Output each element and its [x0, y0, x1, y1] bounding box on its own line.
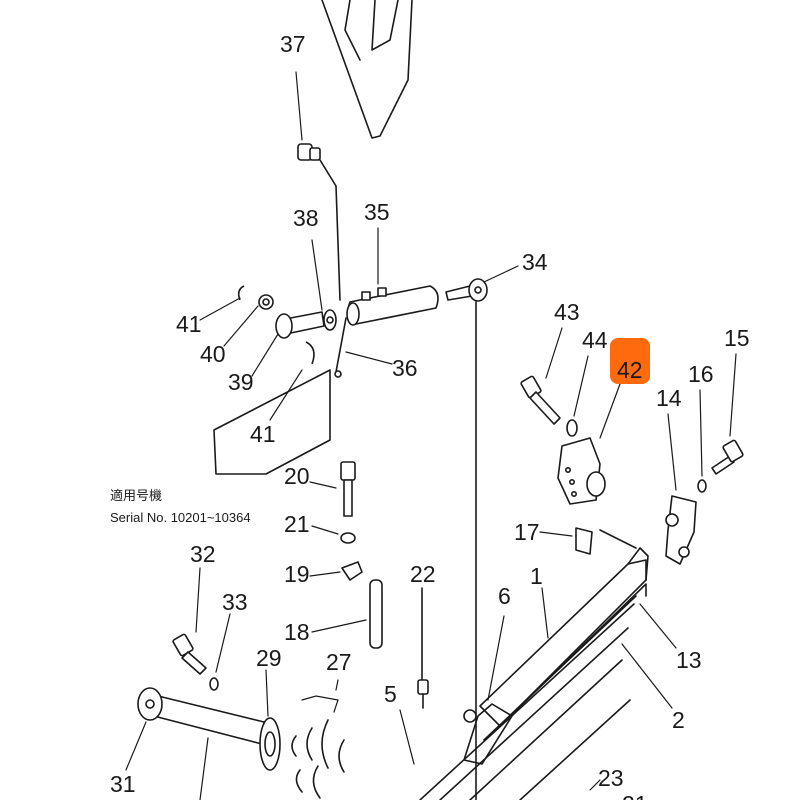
callout-20: 20 — [284, 463, 310, 489]
part-31-rod — [125, 687, 265, 800]
part-36-pin — [334, 317, 393, 378]
callout-32: 32 — [190, 541, 216, 567]
callout-14: 14 — [656, 385, 682, 411]
callout-21: 21 — [284, 511, 310, 537]
part-19-clip — [309, 561, 363, 581]
callout-15: 15 — [724, 325, 750, 351]
callout-38: 38 — [293, 205, 319, 231]
part-15-bolt — [697, 353, 744, 493]
callout-44: 44 — [582, 327, 608, 353]
part-27-springs — [291, 679, 345, 799]
part-17-block — [539, 527, 637, 555]
callout-43: 43 — [554, 299, 580, 325]
part-29-bushing — [259, 669, 281, 771]
callout-18: 18 — [284, 619, 310, 645]
callout-42: 42 — [617, 357, 643, 383]
callout-27: 27 — [326, 649, 352, 675]
callout-41-upper: 41 — [176, 311, 202, 337]
part-42-bracket — [557, 383, 621, 505]
callout-13: 13 — [676, 647, 702, 673]
callout-29: 29 — [256, 645, 282, 671]
part-21-washer — [311, 525, 356, 544]
part-42-highlight — [610, 338, 650, 384]
callout-23: 23 — [598, 765, 624, 791]
callout-16: 16 — [688, 361, 714, 387]
part-35-rod — [346, 227, 439, 326]
serial-note-jp: 適用号機 — [110, 488, 162, 503]
callout-19: 19 — [284, 561, 310, 587]
callout-35: 35 — [364, 199, 390, 225]
callout-22: 22 — [410, 561, 436, 587]
callout-1: 1 — [530, 563, 543, 589]
callout-17: 17 — [514, 519, 540, 545]
callout-41-lower: 41 — [250, 421, 276, 447]
part-20-bolt — [309, 461, 356, 517]
parts-38-41-stack — [199, 239, 337, 475]
callout-40: 40 — [200, 341, 226, 367]
callout-33: 33 — [222, 589, 248, 615]
part-22-fitting — [417, 587, 429, 709]
part-14-clamp — [665, 413, 697, 565]
callout-37: 37 — [280, 31, 306, 57]
part-23-marker — [589, 779, 601, 791]
serial-note-text: Serial No. 10201~10364 — [110, 510, 251, 525]
callout-21-cut: 21 — [622, 791, 648, 800]
part-43-bolt — [520, 327, 589, 437]
part-1-main-beam — [399, 547, 677, 800]
callout-34: 34 — [522, 249, 548, 275]
part-18-pin — [311, 579, 383, 649]
callout-6: 6 — [498, 583, 511, 609]
part-32-bolt — [172, 567, 231, 691]
part-37-bolt — [295, 71, 341, 301]
callout-36: 36 — [392, 355, 418, 381]
upper-housing — [321, 0, 413, 139]
callout-39: 39 — [228, 369, 254, 395]
callout-31: 31 — [110, 771, 136, 797]
callout-5: 5 — [384, 681, 397, 707]
callout-2: 2 — [672, 707, 685, 733]
